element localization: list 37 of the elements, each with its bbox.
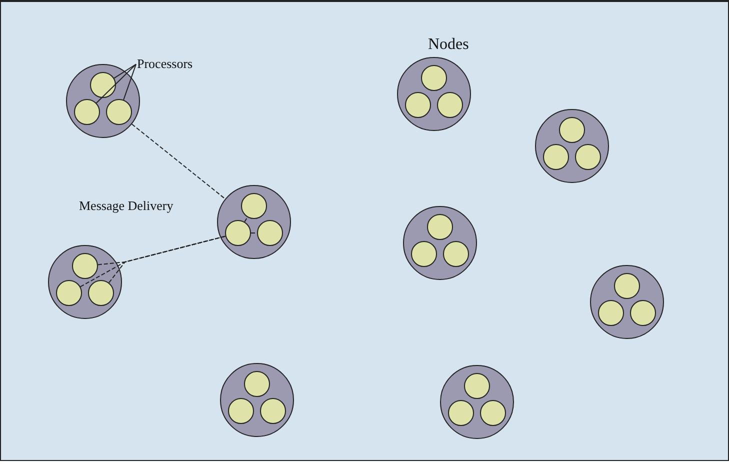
processor-circle	[228, 398, 254, 424]
processor-circle	[90, 72, 116, 98]
leader-line	[96, 64, 136, 104]
processor-circle	[244, 370, 270, 397]
processor-circle	[542, 144, 569, 170]
processor-circle	[240, 192, 267, 219]
processor-circle	[480, 400, 506, 426]
text-label: Message Delivery	[79, 198, 174, 214]
text-label: Nodes	[428, 36, 469, 54]
leader-line	[123, 64, 136, 100]
processor-circle	[404, 92, 431, 118]
processor-circle	[448, 400, 474, 426]
callout-text: Processors	[137, 56, 193, 71]
processor-circle	[260, 398, 286, 424]
processor-circle	[598, 300, 624, 326]
processor-circle	[56, 280, 82, 306]
processor-circle	[442, 240, 469, 267]
message-line	[250, 232, 258, 234]
processor-circle	[630, 300, 656, 326]
message-line	[108, 236, 226, 284]
processor-circle	[72, 252, 98, 279]
message-line	[131, 124, 226, 200]
processor-circle	[436, 92, 463, 118]
message-line	[244, 216, 248, 222]
processor-circle	[558, 116, 585, 143]
processor-circle	[574, 144, 601, 170]
processor-circle	[426, 214, 453, 240]
processor-circle	[420, 64, 447, 91]
processor-circle	[410, 240, 437, 267]
processor-circle	[74, 98, 100, 125]
processor-circle	[614, 272, 640, 299]
processor-circle	[88, 280, 114, 306]
processor-circle	[106, 98, 132, 125]
processor-circle	[224, 220, 251, 246]
leader-line	[114, 64, 136, 79]
processor-circle	[464, 372, 490, 399]
processor-circle	[256, 220, 283, 246]
